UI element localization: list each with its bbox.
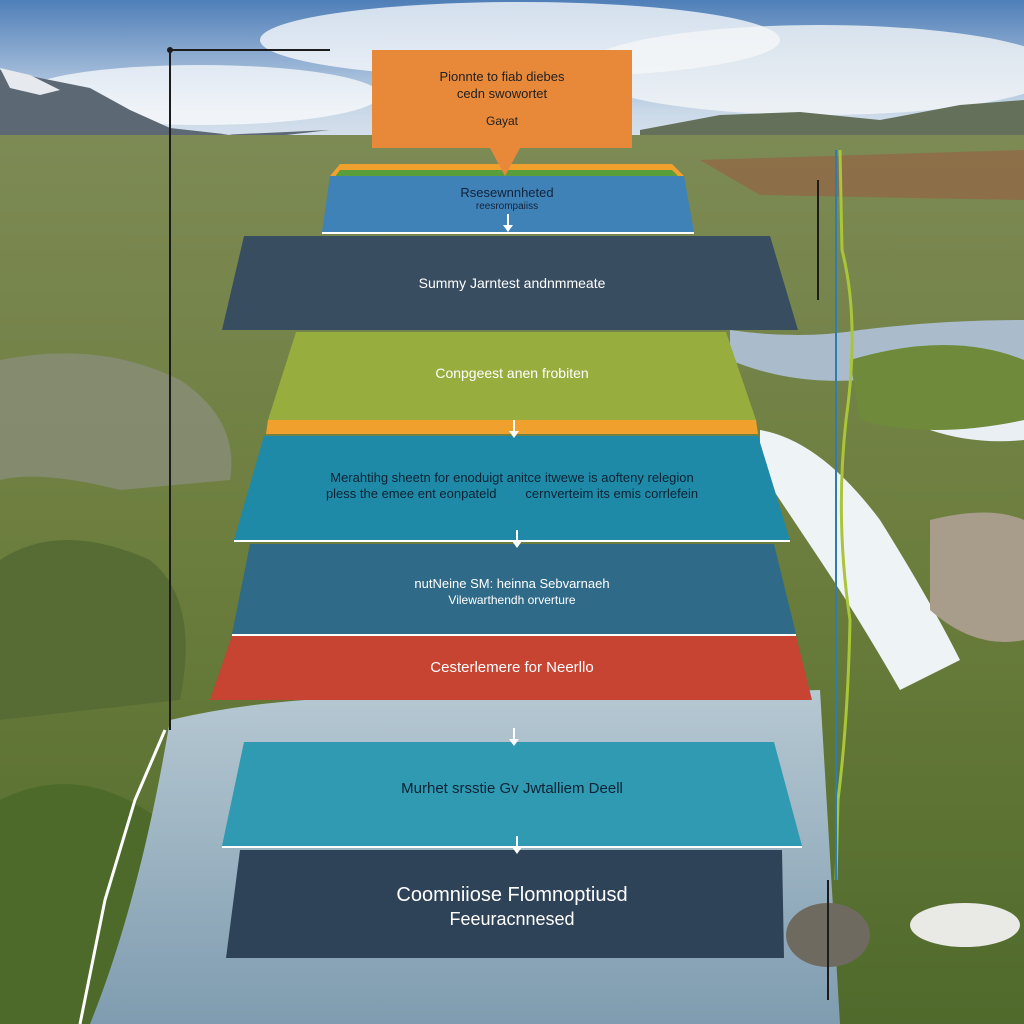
layer-4-line-1: Merahtihg sheetn for enoduigt anitce itw… bbox=[330, 469, 694, 485]
layer-7-title: Murhet srsstie Gv Jwtalliem Deell bbox=[401, 779, 623, 797]
layer-2: Summy Jarntest andnmmeate bbox=[240, 240, 784, 328]
layer-5-line-1: nutNeine SM: heinna Sebvarnaeh bbox=[414, 576, 610, 592]
layer-5: nutNeine SM: heinna Sebvarnaeh Vilewarth… bbox=[250, 562, 774, 622]
layer-6: Cesterlemere for Neerllo bbox=[230, 640, 794, 696]
callout-line-2: cedn swowortet bbox=[456, 85, 548, 101]
layer-1: Rsesewnnheted reesrompaiiss bbox=[330, 176, 684, 222]
layer-7: Murhet srsstie Gv Jwtalliem Deell bbox=[240, 748, 784, 830]
top-callout: Pionnte to fiab diebes cedn swowortet Ga… bbox=[372, 50, 632, 148]
layer-8-line-1: Coomniiose Flomnoptiusd bbox=[396, 884, 628, 907]
layer-3-title: Conpgeest anen frobiten bbox=[435, 365, 589, 382]
layer-5-line-2: Vilewarthendh orverture bbox=[448, 592, 576, 607]
layer-1-title: Rsesewnnheted bbox=[460, 184, 554, 200]
layer-3: Conpgeest anen frobiten bbox=[290, 334, 734, 414]
callout-line-3: Gayat bbox=[485, 113, 518, 128]
callout-line-1: Pionnte to fiab diebes bbox=[439, 69, 565, 85]
layer-8-line-2: Feeuracnnesed bbox=[449, 909, 575, 930]
layer-6-title: Cesterlemere for Neerllo bbox=[430, 658, 594, 676]
layer-4: Merahtihg sheetn for enoduigt anitce itw… bbox=[252, 456, 772, 516]
layer-2-title: Summy Jarntest andnmmeate bbox=[418, 275, 606, 292]
layer-8: Coomniiose Flomnoptiusd Feeuracnnesed bbox=[240, 864, 784, 950]
layer-1-subtitle: reesrompaiiss bbox=[475, 200, 539, 212]
layer-4-line-2: pless the emee ent eonpateld cernverteim… bbox=[325, 486, 699, 501]
